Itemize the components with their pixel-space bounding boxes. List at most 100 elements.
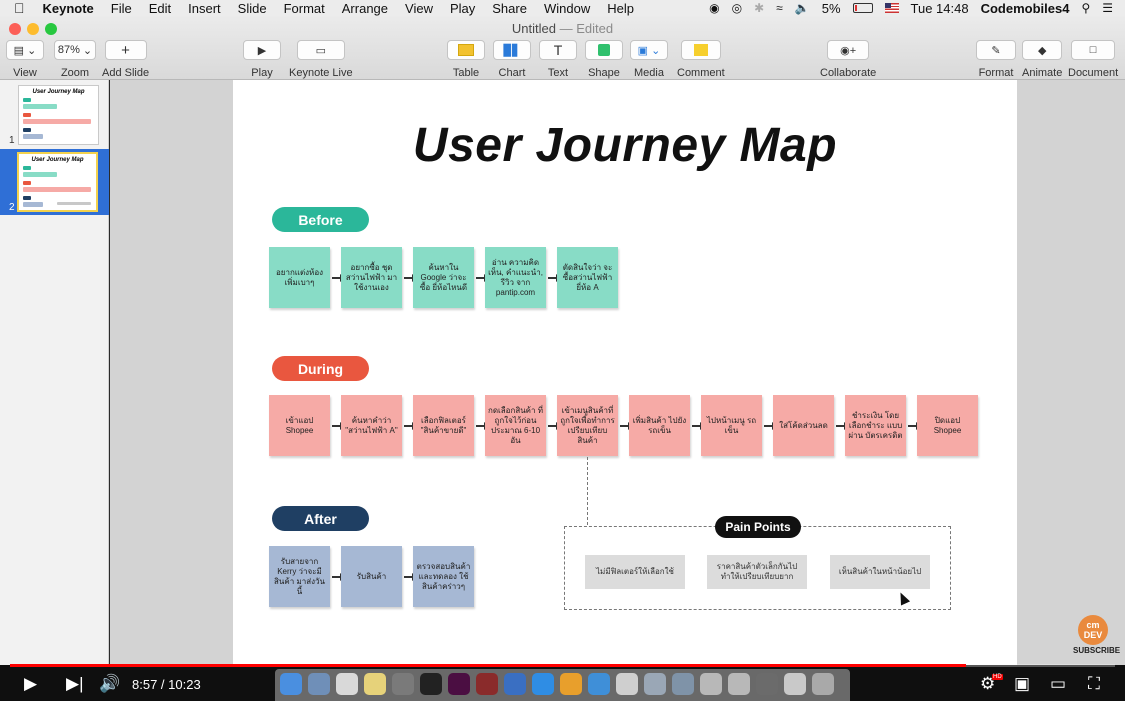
- format-button[interactable]: ✎: [976, 40, 1016, 60]
- menu-share[interactable]: Share: [481, 0, 527, 16]
- dock-app-icon[interactable]: [756, 673, 778, 695]
- after-step-1[interactable]: รับสายจาก Kerry ว่าจะมีสินค้า มาส่งวันนี…: [269, 546, 330, 607]
- during-step-1[interactable]: เข้าแอป Shopee: [269, 395, 330, 456]
- dock-chrome-icon[interactable]: [336, 673, 358, 695]
- cmdev-logo[interactable]: cm DEV: [1078, 615, 1108, 645]
- comment-tool[interactable]: Comment: [677, 40, 725, 79]
- before-label[interactable]: Before: [272, 207, 369, 232]
- clock[interactable]: Tue 14:48: [910, 0, 969, 16]
- chart-tool[interactable]: ▉▋ Chart: [493, 40, 531, 79]
- spotlight-search-icon[interactable]: ⚲: [1081, 1, 1091, 15]
- format-tool[interactable]: ✎ Format: [976, 40, 1016, 79]
- table-tool[interactable]: Table: [447, 40, 485, 79]
- video-progress-bar[interactable]: [10, 664, 1115, 667]
- bluetooth-icon[interactable]: ✱: [754, 1, 765, 15]
- during-label[interactable]: During: [272, 356, 369, 381]
- before-step-1[interactable]: อยากแต่งห้อง เพิ่มเบาๆ: [269, 247, 330, 308]
- during-step-10[interactable]: ปิดแอป Shopee: [917, 395, 978, 456]
- menu-format[interactable]: Format: [273, 0, 325, 16]
- record-icon[interactable]: ◉: [709, 1, 720, 15]
- dock-adobe-xd-icon[interactable]: [448, 673, 470, 695]
- add-slide-button[interactable]: +: [104, 40, 147, 60]
- miniplayer-icon[interactable]: ▣: [1014, 674, 1031, 693]
- dock-app-icon[interactable]: [504, 673, 526, 695]
- after-step-3[interactable]: ตรวจสอบสินค้า และทดลอง ใช้สินค้าคร่าวๆ: [413, 546, 474, 607]
- close-window-button[interactable]: [9, 23, 21, 35]
- zoom-select[interactable]: 87% ⌄: [54, 40, 96, 60]
- menu-edit[interactable]: Edit: [138, 0, 171, 16]
- dock-help-icon[interactable]: [700, 673, 722, 695]
- during-step-8[interactable]: ใส่โค้ดส่วนลด: [773, 395, 834, 456]
- pain-point-3[interactable]: เห็นสินค้าในหน้าน้อยไป: [830, 555, 930, 589]
- pain-point-1[interactable]: ไม่มีฟิลเตอร์ให้เลือกใช้: [585, 555, 685, 589]
- add-slide-tool[interactable]: + Add Slide: [102, 40, 149, 79]
- after-label[interactable]: After: [272, 506, 369, 531]
- play-tool[interactable]: ▶ Play: [243, 40, 281, 79]
- media-tool[interactable]: ▣ ⌄ Media: [630, 40, 668, 79]
- fullscreen-window-button[interactable]: [45, 23, 57, 35]
- dock-app-icon[interactable]: [560, 673, 582, 695]
- animate-tool[interactable]: ◆ Animate: [1022, 40, 1062, 79]
- collaborate-button[interactable]: ◉+: [827, 40, 870, 60]
- minimize-window-button[interactable]: [27, 23, 39, 35]
- input-source-flag-icon[interactable]: [884, 3, 899, 13]
- dock-app-icon[interactable]: [644, 673, 666, 695]
- during-step-7[interactable]: ไปหน้าเมนู รถเข็น: [701, 395, 762, 456]
- notification-center-icon[interactable]: ☰: [1102, 1, 1113, 15]
- zoom-tool[interactable]: 87% ⌄ Zoom: [54, 40, 96, 79]
- view-tool[interactable]: ▤ ⌄ View: [6, 40, 44, 79]
- user-name[interactable]: Codemobiles4: [980, 0, 1070, 16]
- volume-icon[interactable]: 🔊: [99, 674, 121, 693]
- slide-1-preview[interactable]: User Journey Map: [18, 85, 99, 145]
- document-tool[interactable]: □ Document: [1068, 40, 1118, 79]
- slide[interactable]: User Journey Map Before อยากแต่งห้อง เพิ…: [233, 80, 1017, 665]
- dock-terminal-icon[interactable]: [420, 673, 442, 695]
- play-pause-icon[interactable]: ▶: [24, 674, 38, 693]
- menu-view[interactable]: View: [394, 0, 433, 16]
- dock-launchpad-icon[interactable]: [308, 673, 330, 695]
- dock-help-icon[interactable]: [728, 673, 750, 695]
- dock-app-icon[interactable]: [672, 673, 694, 695]
- apple-icon[interactable]: : [14, 0, 25, 16]
- collaborate-tool[interactable]: ◉+ Collaborate: [820, 40, 876, 79]
- menu-help[interactable]: Help: [596, 0, 634, 16]
- keynote-live-tool[interactable]: ▭ Keynote Live: [289, 40, 353, 79]
- dock-finder-icon[interactable]: [280, 673, 302, 695]
- dock-trash-icon[interactable]: [812, 673, 834, 695]
- view-button[interactable]: ▤ ⌄: [6, 40, 44, 60]
- before-step-3[interactable]: ค้นหาใน Google ว่าจะซื้อ ยี่ห้อไหนดี: [413, 247, 474, 308]
- during-step-9[interactable]: ชำระเงิน โดยเลือกชำระ แบบผ่าน บัตรเครดิต: [845, 395, 906, 456]
- slide-title[interactable]: User Journey Map: [412, 119, 838, 172]
- slide-2-preview[interactable]: User Journey Map: [17, 152, 98, 212]
- dock-app-icon[interactable]: [784, 673, 806, 695]
- before-step-5[interactable]: ตัดสินใจว่า จะซื้อสว่านไฟฟ้า ยี่ห้อ A: [557, 247, 618, 308]
- wifi-icon[interactable]: ≈: [776, 1, 783, 15]
- text-tool[interactable]: T Text: [539, 40, 577, 79]
- document-button[interactable]: □: [1071, 40, 1116, 60]
- after-step-2[interactable]: รับสินค้า: [341, 546, 402, 607]
- next-video-icon[interactable]: ▶|: [66, 674, 84, 693]
- keynote-live-button[interactable]: ▭: [296, 40, 345, 60]
- menu-play[interactable]: Play: [439, 0, 475, 16]
- dock-app-icon[interactable]: [532, 673, 554, 695]
- comment-button[interactable]: [680, 40, 721, 60]
- menu-file[interactable]: File: [100, 0, 132, 16]
- dock-app-icon[interactable]: [476, 673, 498, 695]
- media-button[interactable]: ▣ ⌄: [630, 40, 668, 60]
- menu-slide[interactable]: Slide: [227, 0, 267, 16]
- during-step-6[interactable]: เพิ่มสินค้า ไปยังรถเข็น: [629, 395, 690, 456]
- before-step-2[interactable]: อยากซื้อ ชุดสว่านไฟฟ้า มาใช้งานเอง: [341, 247, 402, 308]
- settings-gear-icon[interactable]: ⚙: [980, 674, 996, 693]
- before-step-4[interactable]: อ่าน ความคิดเห็น, คำแนะนำ, รีวิว จาก pan…: [485, 247, 546, 308]
- during-step-2[interactable]: ค้นหาคำว่า "สว่านไฟฟ้า A": [341, 395, 402, 456]
- pain-point-2[interactable]: ราคาสินค้าตัวเล็กกันไป ทำให้เปรียบเทียบย…: [707, 555, 807, 589]
- slide-thumbnail-1[interactable]: User Journey Map 1: [0, 82, 109, 148]
- menu-window[interactable]: Window: [533, 0, 590, 16]
- chart-button[interactable]: ▉▋: [493, 40, 531, 60]
- play-button[interactable]: ▶: [243, 40, 281, 60]
- text-button[interactable]: T: [539, 40, 577, 60]
- battery-icon[interactable]: [852, 3, 873, 13]
- dock-notes-icon[interactable]: [364, 673, 386, 695]
- menu-app[interactable]: Keynote: [32, 0, 94, 16]
- creative-cloud-icon[interactable]: ◎: [731, 1, 743, 15]
